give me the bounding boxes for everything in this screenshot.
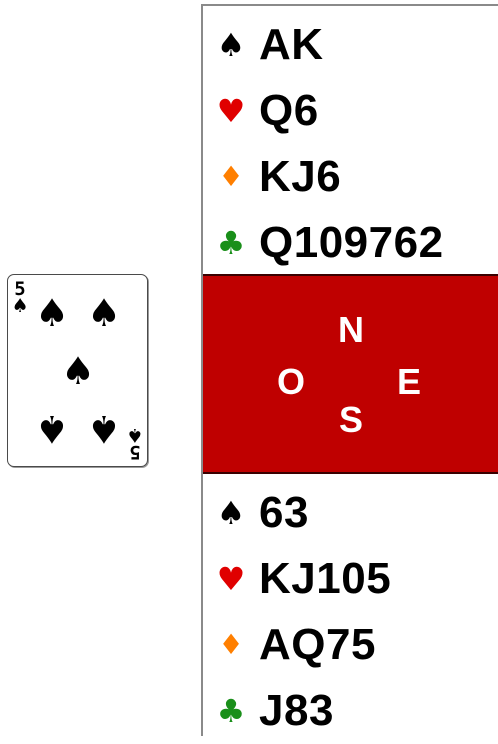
south-diamonds-holding: AQ75 [259,623,376,667]
spade-icon: ♠ [84,409,124,449]
club-icon: ♣ [203,227,259,259]
heart-icon: ♥ [203,563,259,595]
compass-east-label: E [389,364,429,400]
south-clubs-row: ♣ J83 [203,678,498,744]
club-icon: ♣ [203,695,259,727]
card-corner-bottom-right: 5 ♠ [126,425,144,461]
north-spades-holding: AK [259,23,324,67]
south-spades-row: ♠ 63 [203,480,498,546]
north-hand: ♠ AK ♥ Q6 ♦ KJ6 ♣ Q109762 [203,12,498,276]
north-hearts-holding: Q6 [259,89,319,133]
north-spades-row: ♠ AK [203,12,498,78]
north-diamonds-holding: KJ6 [259,155,341,199]
spade-icon: ♠ [32,409,72,449]
heart-icon: ♥ [203,95,259,127]
south-hearts-holding: KJ105 [259,557,391,601]
compass-table: N O E S [203,274,498,474]
card-corner-top-left: 5 ♠ [11,280,29,316]
spade-icon: ♠ [203,29,259,61]
hand-diagram: ♠ AK ♥ Q6 ♦ KJ6 ♣ Q109762 N O E S ♠ 63 ♥… [201,4,498,736]
spade-icon: ♠ [11,297,29,316]
north-hearts-row: ♥ Q6 [203,78,498,144]
north-clubs-holding: Q109762 [259,221,444,265]
spade-icon: ♠ [203,497,259,529]
compass-south-label: S [331,402,371,438]
south-clubs-holding: J83 [259,689,334,733]
diamond-icon: ♦ [203,631,259,659]
diamond-icon: ♦ [203,163,259,191]
compass-west-label: O [271,364,311,400]
south-diamonds-row: ♦ AQ75 [203,612,498,678]
south-hearts-row: ♥ KJ105 [203,546,498,612]
spade-icon: ♠ [58,351,98,391]
north-clubs-row: ♣ Q109762 [203,210,498,276]
south-hand: ♠ 63 ♥ KJ105 ♦ AQ75 ♣ J83 [203,480,498,744]
spade-icon: ♠ [32,293,72,333]
south-spades-holding: 63 [259,491,309,535]
played-card-five-of-spades[interactable]: 5 ♠ ♠ ♠ ♠ ♠ ♠ 5 ♠ [7,274,148,467]
compass-north-label: N [331,312,371,348]
spade-icon: ♠ [126,425,144,444]
spade-icon: ♠ [84,293,124,333]
north-diamonds-row: ♦ KJ6 [203,144,498,210]
